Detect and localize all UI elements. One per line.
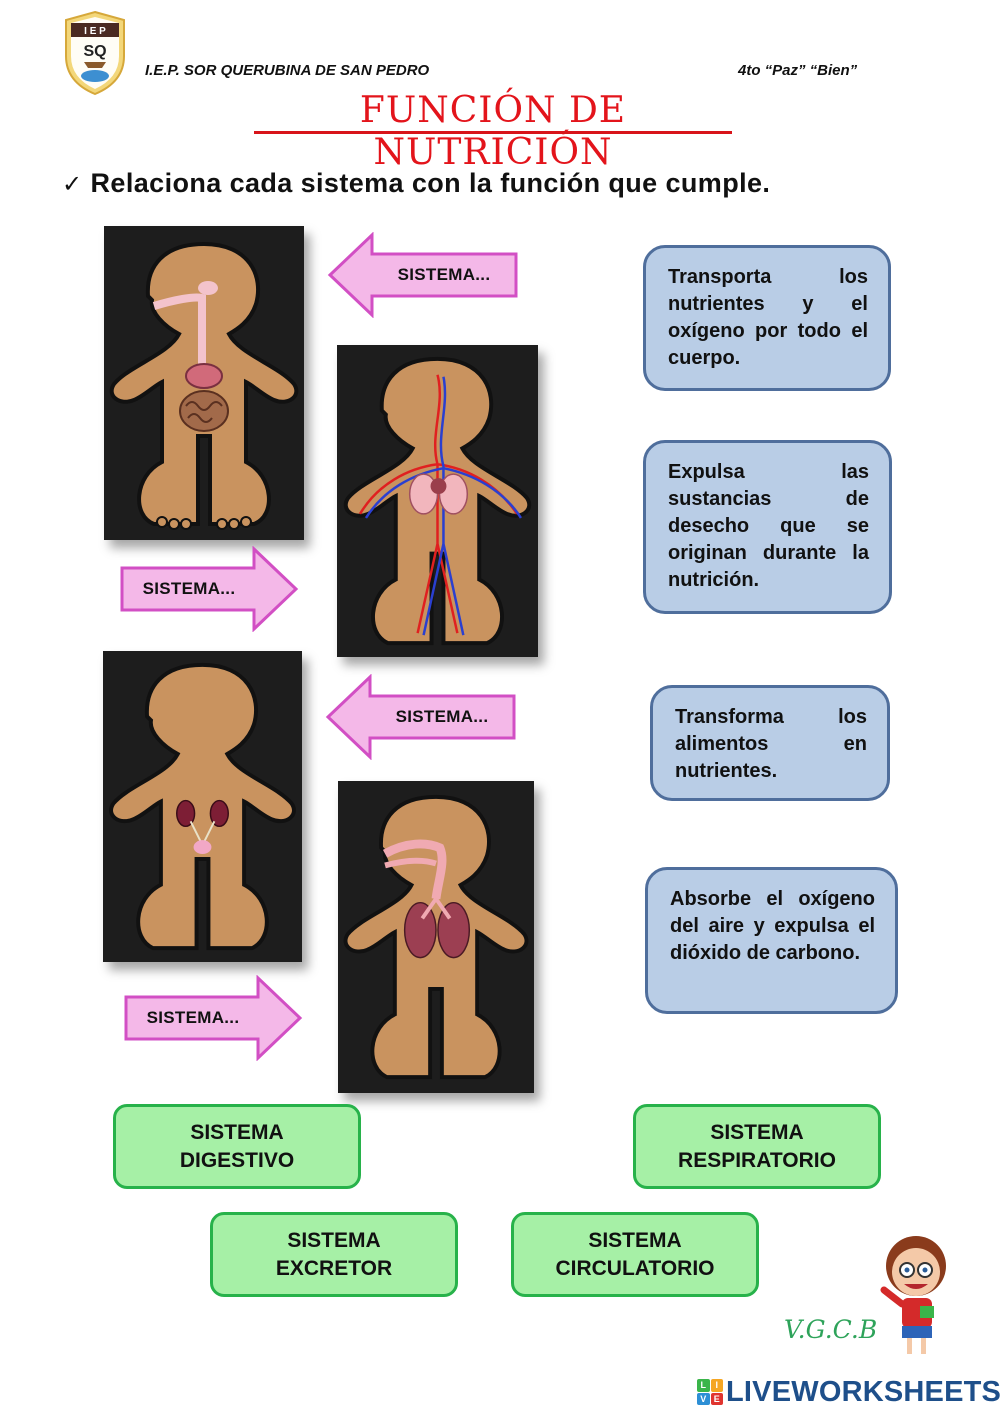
chip-line1: SISTEMA xyxy=(287,1228,381,1252)
chip-line1: SISTEMA xyxy=(588,1228,682,1252)
chip-line2: CIRCULATORIO xyxy=(555,1256,715,1280)
function-box-digestion: Transforma los alimentos en nutrientes. xyxy=(650,685,890,801)
chip-line2: EXCRETOR xyxy=(275,1256,393,1280)
instruction: ✓ Relaciona cada sistema con la función q… xyxy=(62,168,770,199)
title-underline xyxy=(254,131,732,134)
svg-text:I E P: I E P xyxy=(84,26,106,37)
drop-zone-label: SISTEMA... xyxy=(142,579,236,598)
answer-chip-excretor[interactable]: SISTEMA EXCRETOR xyxy=(210,1212,458,1297)
function-box-transport: Transporta los nutrientes y el oxígeno p… xyxy=(643,245,891,391)
answer-chip-circulatorio[interactable]: SISTEMA CIRCULATORIO xyxy=(511,1212,759,1297)
drop-zone-label: SISTEMA... xyxy=(395,707,489,726)
drop-zone-label: SISTEMA... xyxy=(146,1008,240,1027)
excretory-body-illustration xyxy=(103,651,302,962)
drop-zone-label: SISTEMA... xyxy=(397,265,491,284)
school-crest-icon: I E P SQ xyxy=(62,10,128,96)
liveworksheets-brand: L I V E LIVEWORKSHEETS xyxy=(697,1375,1000,1409)
arrow-left-icon xyxy=(327,232,518,318)
school-name: I.E.P. SOR QUERUBINA DE SAN PEDRO xyxy=(145,62,430,79)
drop-zone-arrow-4[interactable]: SISTEMA... xyxy=(122,975,304,1061)
chip-line2: RESPIRATORIO xyxy=(678,1148,836,1172)
arrow-left-icon xyxy=(325,674,516,760)
check-icon: ✓ xyxy=(62,171,83,198)
function-box-respiration: Absorbe el oxígeno del aire y expulsa el… xyxy=(645,867,898,1014)
digestive-body-illustration xyxy=(104,226,304,540)
liveworksheets-logo-icon: L I V E xyxy=(697,1379,723,1405)
arrow-right-icon xyxy=(124,975,303,1061)
chip-line2: DIGESTIVO xyxy=(179,1148,295,1172)
author-signature: V.G.C.B xyxy=(784,1315,878,1344)
drop-zone-arrow-3[interactable]: SISTEMA... xyxy=(324,674,520,760)
svg-text:SQ: SQ xyxy=(83,43,106,60)
function-box-excretion: Expulsa las sustancias de desecho que se… xyxy=(643,440,892,614)
drop-zone-arrow-1[interactable]: SISTEMA... xyxy=(326,232,522,318)
arrow-right-icon xyxy=(120,546,299,632)
answer-chip-respiratorio[interactable]: SISTEMA RESPIRATORIO xyxy=(633,1104,881,1189)
chip-line1: SISTEMA xyxy=(710,1120,804,1144)
respiratory-body-illustration xyxy=(338,781,534,1093)
circulatory-body-illustration xyxy=(337,345,538,657)
grade-label: 4to “Paz” “Bien” xyxy=(738,62,858,79)
answer-chip-digestivo[interactable]: SISTEMA DIGESTIVO xyxy=(113,1104,361,1189)
chip-line1: SISTEMA xyxy=(190,1120,284,1144)
brand-text: LIVEWORKSHEETS xyxy=(726,1375,1000,1408)
page-title: FUNCIÓN DE NUTRICIÓN xyxy=(359,90,627,173)
teacher-cartoon-icon xyxy=(874,1232,956,1360)
drop-zone-arrow-2[interactable]: SISTEMA... xyxy=(118,546,300,632)
instruction-text: Relaciona cada sistema con la función qu… xyxy=(90,168,771,198)
